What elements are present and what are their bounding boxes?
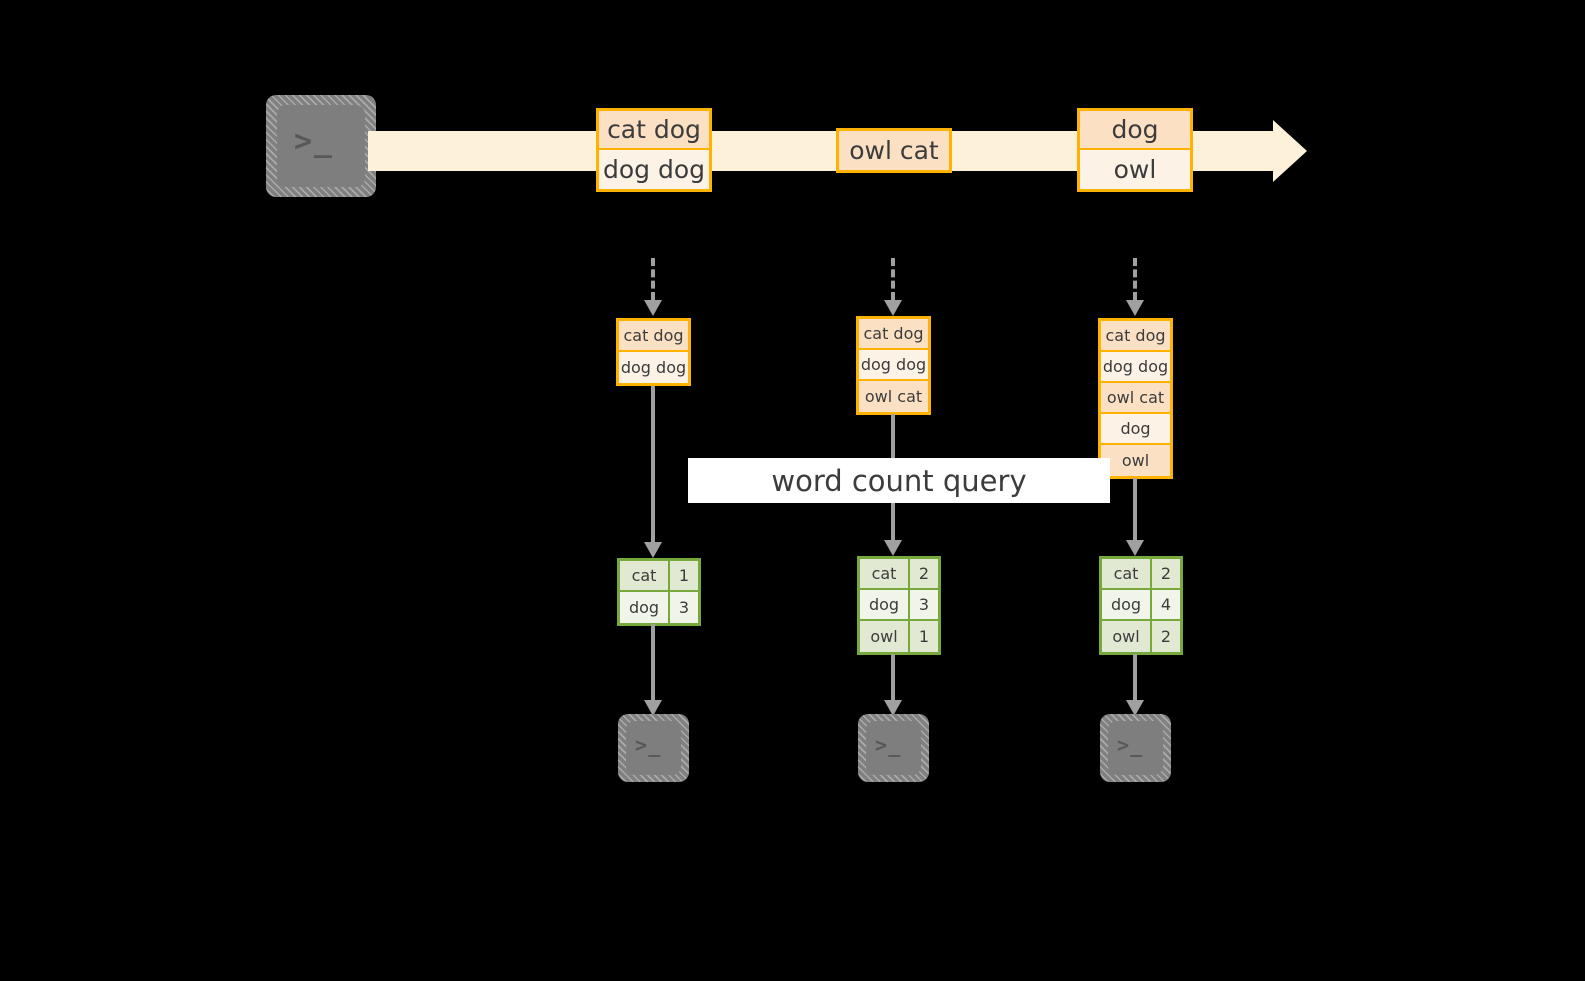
result-row: owl 2	[1102, 621, 1180, 652]
result-value: 2	[1152, 621, 1180, 652]
result-row: dog 4	[1102, 590, 1180, 621]
event-row: dog dog	[599, 150, 709, 189]
snapshot-input-row: owl cat	[1101, 383, 1170, 414]
result-row: cat 1	[620, 561, 698, 592]
result-value: 2	[910, 559, 938, 588]
result-key: cat	[860, 559, 910, 588]
event-row: dog	[1080, 111, 1190, 150]
snapshot-input-row: dog dog	[859, 350, 928, 381]
terminal-prompt-glyph: >_	[635, 733, 662, 757]
terminal-face	[866, 721, 921, 775]
word-count-query-label: word count query	[688, 458, 1110, 503]
event-batch-1[interactable]: cat dog dog dog	[596, 108, 712, 192]
source-terminal-icon: >_	[266, 95, 376, 197]
snapshot-1-result-table[interactable]: cat 1 dog 3	[617, 558, 701, 626]
snapshot-2-sink-terminal-icon: >_	[858, 714, 929, 782]
result-row: owl 1	[860, 621, 938, 652]
snapshot-input-row: dog dog	[1101, 352, 1170, 383]
snapshot-3-result-table[interactable]: cat 2 dog 4 owl 2	[1099, 556, 1183, 655]
snapshot-2-input-box[interactable]: cat dog dog dog owl cat	[856, 316, 931, 415]
snapshot-1-sink-terminal-icon: >_	[618, 714, 689, 782]
result-key: owl	[860, 621, 910, 652]
terminal-face	[1108, 721, 1163, 775]
snapshot-input-row: dog	[1101, 414, 1170, 445]
snapshot-input-row: cat dog	[1101, 321, 1170, 352]
terminal-prompt-glyph: >_	[875, 733, 902, 757]
result-value: 3	[670, 592, 698, 623]
terminal-face	[277, 105, 365, 187]
snapshot-2-result-table[interactable]: cat 2 dog 3 owl 1	[857, 556, 941, 655]
result-value: 4	[1152, 590, 1180, 619]
event-batch-3[interactable]: dog owl	[1077, 108, 1193, 192]
result-row: dog 3	[860, 590, 938, 621]
result-row: cat 2	[1102, 559, 1180, 590]
snapshot-1-input-box[interactable]: cat dog dog dog	[616, 318, 691, 386]
terminal-face	[626, 721, 681, 775]
result-row: dog 3	[620, 592, 698, 623]
result-key: dog	[620, 592, 670, 623]
result-row: cat 2	[860, 559, 938, 590]
event-batch-2[interactable]: owl cat	[836, 128, 952, 173]
snapshot-input-row: dog dog	[619, 352, 688, 383]
snapshot-input-row: cat dog	[619, 321, 688, 352]
result-value: 3	[910, 590, 938, 619]
result-key: dog	[860, 590, 910, 619]
snapshot-3-input-box[interactable]: cat dog dog dog owl cat dog owl	[1098, 318, 1173, 479]
snapshot-input-row: owl	[1101, 445, 1170, 476]
event-row: cat dog	[599, 111, 709, 150]
result-key: cat	[1102, 559, 1152, 588]
event-row: owl cat	[839, 131, 949, 170]
snapshot-input-row: owl cat	[859, 381, 928, 412]
terminal-prompt-glyph: >_	[1117, 733, 1144, 757]
terminal-prompt-glyph: >_	[294, 124, 334, 159]
event-row: owl	[1080, 150, 1190, 189]
result-value: 1	[910, 621, 938, 652]
result-key: dog	[1102, 590, 1152, 619]
stream-arrow-head	[1273, 120, 1307, 182]
result-key: cat	[620, 561, 670, 590]
result-key: owl	[1102, 621, 1152, 652]
snapshot-input-row: cat dog	[859, 319, 928, 350]
result-value: 2	[1152, 559, 1180, 588]
snapshot-3-sink-terminal-icon: >_	[1100, 714, 1171, 782]
result-value: 1	[670, 561, 698, 590]
